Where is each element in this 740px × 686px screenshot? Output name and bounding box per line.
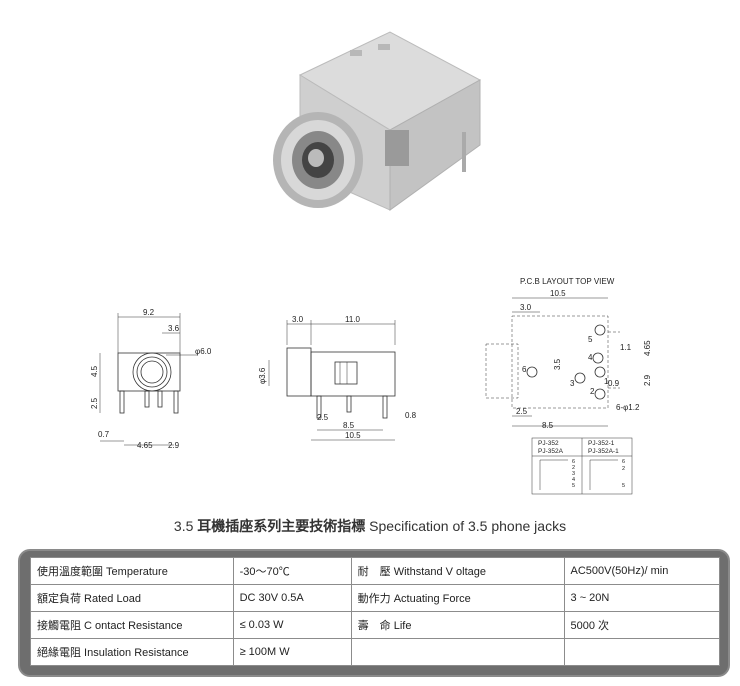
pcb-title: P.C.B LAYOUT TOP VIEW bbox=[520, 277, 615, 286]
dim-front-3: 4.5 bbox=[90, 365, 99, 377]
spec-value: AC500V(50Hz)/ min bbox=[563, 557, 721, 585]
spec-value: 5000 次 bbox=[563, 611, 721, 639]
dim-pcb-5: 2.9 bbox=[643, 374, 652, 386]
dim-pcb-4: 4.65 bbox=[643, 340, 652, 356]
dim-front-7: 2.9 bbox=[168, 441, 180, 450]
spec-label: 絕緣電阻 Insulation Resistance bbox=[30, 638, 234, 666]
table-row: 接觸電阻 C ontact Resistance ≤ 0.03 W 壽 命 Li… bbox=[30, 611, 721, 639]
dim-pcb-3: 1.1 bbox=[620, 343, 632, 352]
spec-value: ≥ 100M W bbox=[232, 638, 352, 666]
product-photo bbox=[273, 31, 482, 211]
front-view-drawing: 9.2 3.6 φ6.0 4.5 2.5 0.7 4.65 2.9 bbox=[90, 308, 212, 450]
spec-label: 額定負荷 Rated Load bbox=[30, 584, 234, 612]
spec-title: 3.5 耳機插座系列主要技術指標 Specification of 3.5 ph… bbox=[0, 516, 740, 536]
dim-side-4: 8.5 bbox=[343, 421, 355, 430]
dim-pcb-9: 6-φ1.2 bbox=[616, 403, 640, 412]
model-left-pin-1: 2 bbox=[572, 465, 575, 471]
pcb-layout-drawing: P.C.B LAYOUT TOP VIEW 10.5 3.0 5 4 6 3 1… bbox=[485, 277, 652, 495]
pin-label-5: 2 bbox=[590, 387, 595, 396]
dim-front-2: φ6.0 bbox=[195, 347, 212, 356]
spec-table: 使用溫度範圍 Temperature -30～70℃ 耐 壓 Withstand… bbox=[30, 557, 721, 666]
model-header-3: PJ-352A-1 bbox=[588, 448, 619, 455]
dim-side-3: 2.5 bbox=[317, 413, 329, 422]
model-left-pin-4: 5 bbox=[572, 483, 575, 489]
table-row: 額定負荷 Rated Load DC 30V 0.5A 動作力 Actuatin… bbox=[30, 584, 721, 612]
spec-value: ≤ 0.03 W bbox=[232, 611, 352, 639]
spec-label: 壽 命 Life bbox=[350, 611, 565, 639]
dim-pcb-1: 3.0 bbox=[520, 303, 532, 312]
dim-pcb-6: 0.9 bbox=[608, 379, 620, 388]
spec-label: 動作力 Actuating Force bbox=[350, 584, 565, 612]
dim-side-2: φ3.6 bbox=[258, 367, 267, 384]
model-header-1: PJ-352-1 bbox=[588, 440, 615, 447]
spec-label: 使用溫度範圍 Temperature bbox=[30, 557, 234, 585]
spec-value: DC 30V 0.5A bbox=[232, 584, 352, 612]
dim-front-5: 0.7 bbox=[98, 430, 110, 439]
model-header-2: PJ-352A bbox=[538, 448, 564, 455]
model-left-pin-3: 4 bbox=[572, 477, 575, 483]
spec-value bbox=[563, 638, 721, 666]
model-left-pin-0: 6 bbox=[572, 459, 575, 465]
pin-label-3: 3 bbox=[570, 379, 575, 388]
dim-pcb-0: 10.5 bbox=[550, 289, 566, 298]
model-right-pin-1: 2 bbox=[622, 466, 625, 472]
dim-side-0: 3.0 bbox=[292, 315, 304, 324]
dim-front-4: 2.5 bbox=[90, 397, 99, 409]
pin-label-2: 6 bbox=[522, 365, 527, 374]
spec-label: 接觸電阻 C ontact Resistance bbox=[30, 611, 234, 639]
spec-title-english: Specification of 3.5 phone jacks bbox=[369, 518, 567, 534]
model-left-pin-2: 3 bbox=[572, 471, 575, 477]
dim-pcb-8: 8.5 bbox=[542, 421, 554, 430]
spec-value: 3 ~ 20N bbox=[563, 584, 721, 612]
spec-table-frame: 使用溫度範圍 Temperature -30～70℃ 耐 壓 Withstand… bbox=[18, 549, 730, 677]
side-view-drawing: 3.0 11.0 φ3.6 2.5 8.5 0.8 10.5 bbox=[258, 315, 417, 441]
table-row: 使用溫度範圍 Temperature -30～70℃ 耐 壓 Withstand… bbox=[30, 557, 721, 585]
pin-label-4: 1 bbox=[604, 377, 609, 386]
dim-pcb-2: 3.5 bbox=[553, 358, 562, 370]
model-right-pin-2: 5 bbox=[622, 483, 625, 489]
dim-front-0: 9.2 bbox=[143, 308, 155, 317]
model-header-0: PJ-352 bbox=[538, 440, 559, 447]
table-row: 絕緣電阻 Insulation Resistance ≥ 100M W bbox=[30, 638, 721, 666]
spec-title-chinese: 耳機插座系列主要技術指標 bbox=[197, 518, 366, 534]
spec-number: 3.5 bbox=[173, 518, 194, 534]
spec-value: -30～70℃ bbox=[232, 557, 352, 585]
dim-front-1: 3.6 bbox=[168, 324, 180, 333]
dim-side-5: 0.8 bbox=[405, 411, 417, 420]
dim-pcb-7: 2.5 bbox=[516, 407, 528, 416]
spec-label bbox=[350, 638, 565, 666]
dim-side-1: 11.0 bbox=[345, 315, 361, 324]
dim-side-6: 10.5 bbox=[345, 431, 361, 440]
model-right-pin-0: 6 bbox=[622, 459, 625, 465]
dim-front-6: 4.65 bbox=[137, 441, 153, 450]
pin-label-1: 4 bbox=[588, 353, 593, 362]
spec-label: 耐 壓 Withstand V oltage bbox=[350, 557, 565, 585]
pin-label-0: 5 bbox=[588, 335, 593, 344]
